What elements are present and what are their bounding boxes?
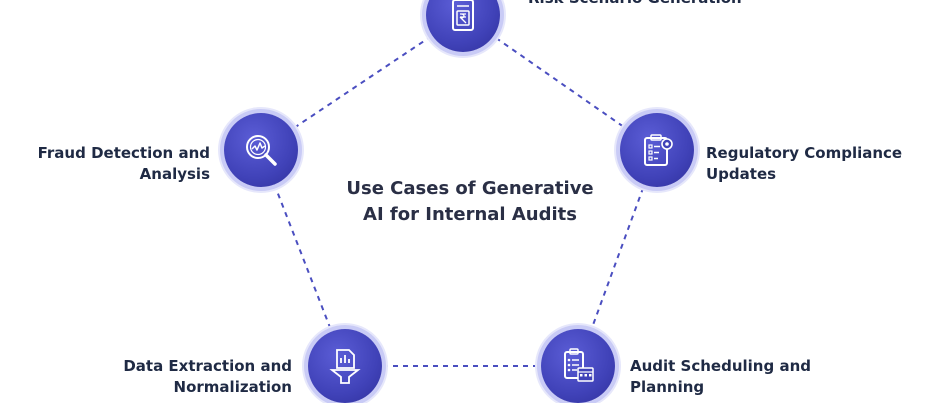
center-title-line2: AI for Internal Audits	[363, 204, 577, 225]
label-regulatory-compliance: Regulatory Compliance Updates	[706, 143, 902, 185]
calendar-checklist-icon	[564, 348, 594, 382]
center-title-line1: Use Cases of Generative	[346, 178, 594, 199]
edge-data-fraud	[260, 149, 346, 367]
label-audit-scheduling: Audit Scheduling and Planning	[630, 356, 811, 398]
label-fraud-detection: Fraud Detection and Analysis	[0, 143, 210, 185]
data-funnel-icon	[329, 349, 361, 384]
clipboard-gear-icon	[644, 134, 673, 166]
node-audit-scheduling	[541, 329, 615, 403]
label-data-line2: Normalization	[173, 378, 292, 396]
label-audit-line2: Planning	[630, 378, 705, 396]
node-data-extraction	[308, 329, 382, 403]
edge-regulatory-audit	[577, 149, 658, 367]
label-risk-scenario: Risk Scenario Generation	[528, 0, 742, 9]
center-title: Use Cases of Generative AI for Internal …	[320, 176, 620, 228]
label-fraud-line2: Analysis	[139, 165, 210, 183]
label-regulatory-line1: Regulatory Compliance	[706, 144, 903, 162]
node-fraud-detection	[224, 113, 298, 187]
label-regulatory-line2: Updates	[706, 165, 777, 183]
edge-fraud-risk	[260, 14, 464, 151]
label-fraud-line1: Fraud Detection and	[37, 144, 210, 162]
label-audit-line1: Audit Scheduling and	[630, 357, 811, 375]
document-rupee-icon	[452, 0, 474, 31]
label-data-line1: Data Extraction and	[123, 357, 292, 375]
label-data-extraction: Data Extraction and Normalization	[80, 356, 292, 398]
magnifier-chart-icon	[246, 135, 277, 166]
node-regulatory-compliance	[620, 113, 694, 187]
label-risk-line1: Risk Scenario Generation	[528, 0, 742, 9]
